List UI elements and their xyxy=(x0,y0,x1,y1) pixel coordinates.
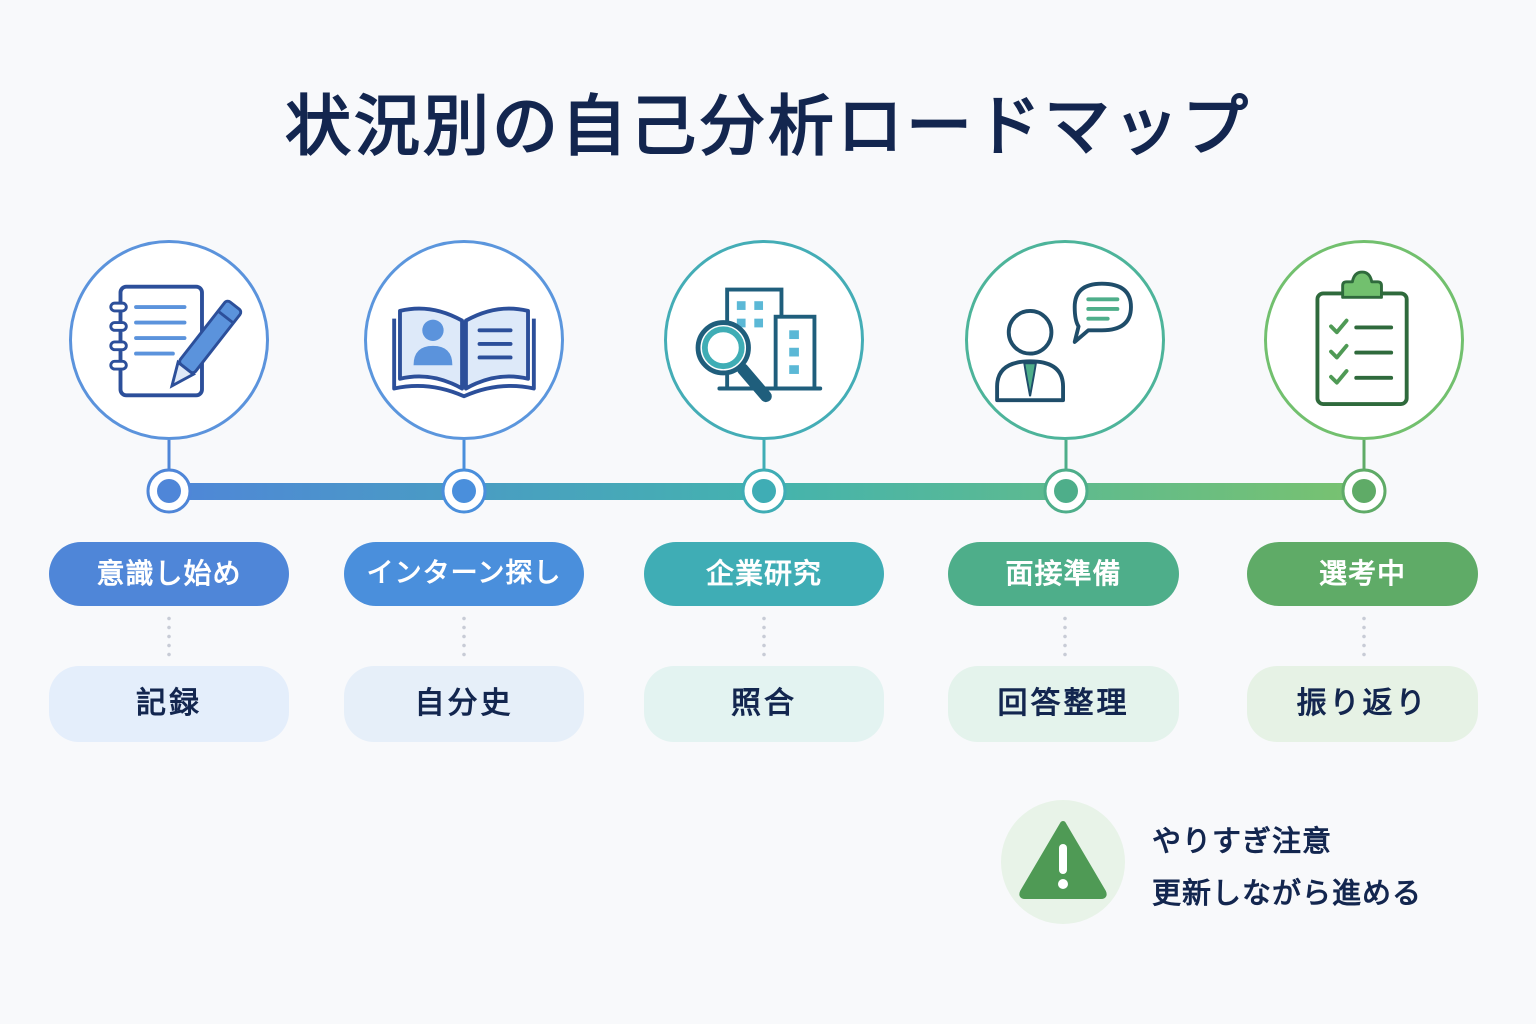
stage-icon-circle xyxy=(664,240,864,440)
phase-pill: 意識し始め xyxy=(49,542,289,606)
timeline-node-dot xyxy=(157,479,181,503)
phase-pill: インターン探し xyxy=(344,542,584,606)
stage-2: インターン探し 自分史 xyxy=(344,0,584,760)
dotted-connector xyxy=(167,614,171,658)
task-pill: 記録 xyxy=(49,666,289,742)
timeline-node-dot xyxy=(1352,479,1376,503)
stage-icon-circle xyxy=(69,240,269,440)
checklist-clipboard-icon xyxy=(1315,270,1409,406)
warning-line-1: やりすぎ注意 xyxy=(1152,824,1333,858)
timeline-node-dot xyxy=(752,479,776,503)
dotted-connector xyxy=(1063,614,1067,658)
dotted-connector xyxy=(762,614,766,658)
dotted-connector xyxy=(462,614,466,658)
phase-pill: 企業研究 xyxy=(644,542,884,606)
open-book-profile-icon xyxy=(392,306,536,399)
warning-triangle-icon xyxy=(1019,821,1107,899)
dotted-connector xyxy=(1362,614,1366,658)
interview-speech-icon xyxy=(995,281,1133,403)
stage-icon-circle xyxy=(965,240,1165,440)
stage-4: 面接準備 回答整理 xyxy=(945,0,1185,760)
warning-badge xyxy=(1001,800,1125,924)
task-pill: 回答整理 xyxy=(948,666,1179,742)
task-pill: 自分史 xyxy=(344,666,584,742)
notebook-pen-icon xyxy=(109,284,243,398)
stage-icon-circle xyxy=(364,240,564,440)
timeline-node-dot xyxy=(1054,479,1078,503)
stage-1: 意識し始め 記録 xyxy=(49,0,289,760)
task-pill: 振り返り xyxy=(1247,666,1478,742)
stage-5: 選考中 振り返り xyxy=(1244,0,1484,760)
task-pill: 照合 xyxy=(644,666,884,742)
stage-icon-circle xyxy=(1264,240,1464,440)
stage-3: 企業研究 照合 xyxy=(644,0,884,760)
phase-pill: 面接準備 xyxy=(948,542,1179,606)
warning-line-2: 更新しながら進める xyxy=(1152,876,1423,910)
phase-pill: 選考中 xyxy=(1247,542,1478,606)
magnifier-building-icon xyxy=(695,287,823,403)
timeline-node-dot xyxy=(452,479,476,503)
page-title: 状況別の自己分析ロードマップ xyxy=(285,88,1251,165)
